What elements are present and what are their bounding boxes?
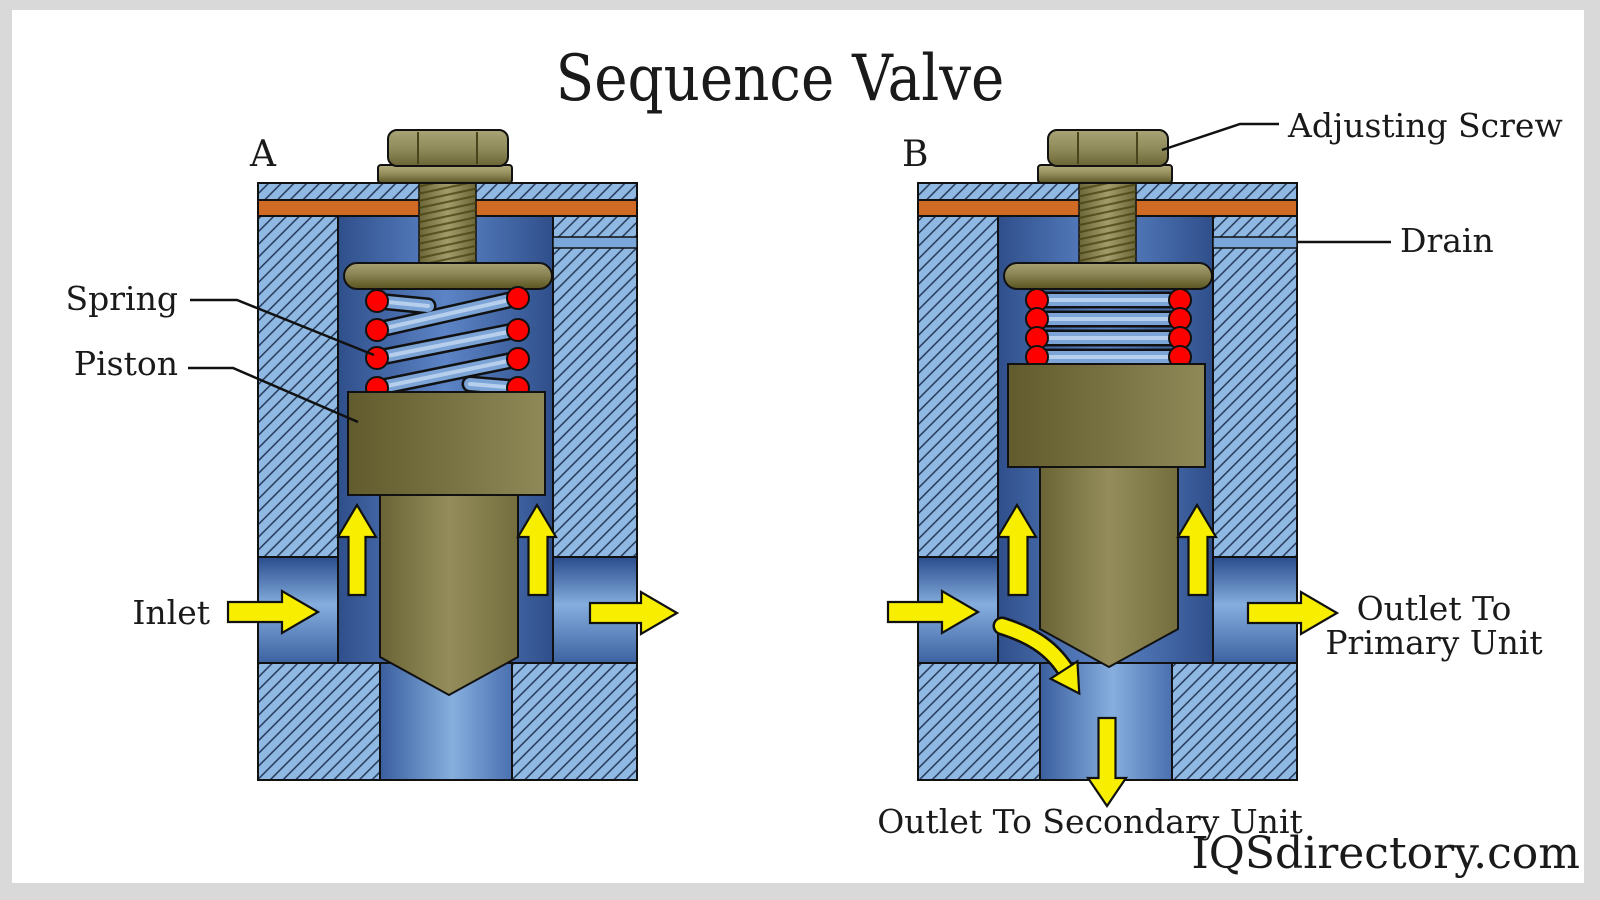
pressure-up-arrow — [1176, 502, 1218, 597]
inlet-flow-arrow — [226, 589, 321, 635]
outlet-flow-arrow — [588, 590, 680, 636]
valve-b-flow-arrows — [886, 502, 1340, 808]
outlet-primary-label-line2: Primary Unit — [1325, 623, 1542, 662]
valve-a-spring — [365, 286, 530, 400]
secondary-curved-flow-arrow — [992, 616, 1081, 696]
valve-a-adjusting-screw — [377, 129, 513, 269]
piston-label: Piston — [74, 344, 178, 383]
valve-a-spring-retainer — [343, 262, 553, 290]
valve-b-drain-passage — [1212, 236, 1298, 249]
piston-poppet — [379, 494, 519, 697]
valve-b-adjusting-screw — [1037, 129, 1173, 269]
valve-section-b — [886, 129, 1340, 808]
screw-hex-head — [387, 129, 509, 167]
valve-b-piston-lifted — [1007, 363, 1206, 669]
piston-head — [347, 391, 546, 496]
piston-poppet — [1039, 466, 1179, 669]
view-b-letter: B — [902, 134, 928, 175]
outlet-secondary-label: Outlet To Secondary Unit — [877, 802, 1303, 841]
figure-title: Sequence Valve — [556, 42, 1005, 116]
valve-a-piston — [347, 391, 546, 697]
valve-a-flow-arrows — [226, 502, 680, 636]
spring-label: Spring — [66, 279, 178, 318]
view-a-letter: A — [249, 134, 277, 175]
outlet-primary-label-line1: Outlet To — [1357, 589, 1512, 628]
pressure-up-arrow — [516, 502, 558, 597]
spring-wire-ends — [1025, 288, 1192, 369]
valve-b-spring-compressed — [1025, 288, 1192, 369]
valve-b-bottom-left-block — [917, 662, 1041, 781]
inlet-label: Inlet — [132, 593, 210, 632]
watermark: IQSdirectory.com — [1191, 828, 1580, 879]
outlet-secondary-down-arrow — [1085, 716, 1129, 808]
inlet-flow-arrow — [886, 589, 981, 635]
screw-threads — [419, 160, 476, 268]
valve-a-bottom-left-block — [257, 662, 381, 781]
pressure-up-arrow — [336, 502, 378, 597]
piston-head — [1007, 363, 1206, 468]
valve-b-spring-retainer — [1003, 262, 1213, 290]
spring-coils — [368, 289, 527, 397]
spring-leader-line — [190, 298, 375, 357]
valve-b-bottom-right-block — [1171, 662, 1298, 781]
screw-washer — [377, 164, 513, 184]
adjusting-screw-leader-line — [1161, 122, 1279, 152]
valve-a-drain-passage — [552, 236, 638, 249]
valve-a-bottom-right-block — [511, 662, 638, 781]
valve-section-a — [226, 129, 680, 781]
adjusting-screw-label: Adjusting Screw — [1287, 106, 1563, 145]
screw-hex-head — [1047, 129, 1169, 167]
drain-label: Drain — [1400, 221, 1494, 260]
piston-leader-line — [188, 366, 359, 424]
screw-threads — [1079, 160, 1136, 268]
screw-washer — [1037, 164, 1173, 184]
spring-coils — [1028, 291, 1189, 366]
pressure-up-arrow — [996, 502, 1038, 597]
outlet-primary-flow-arrow — [1246, 590, 1340, 636]
